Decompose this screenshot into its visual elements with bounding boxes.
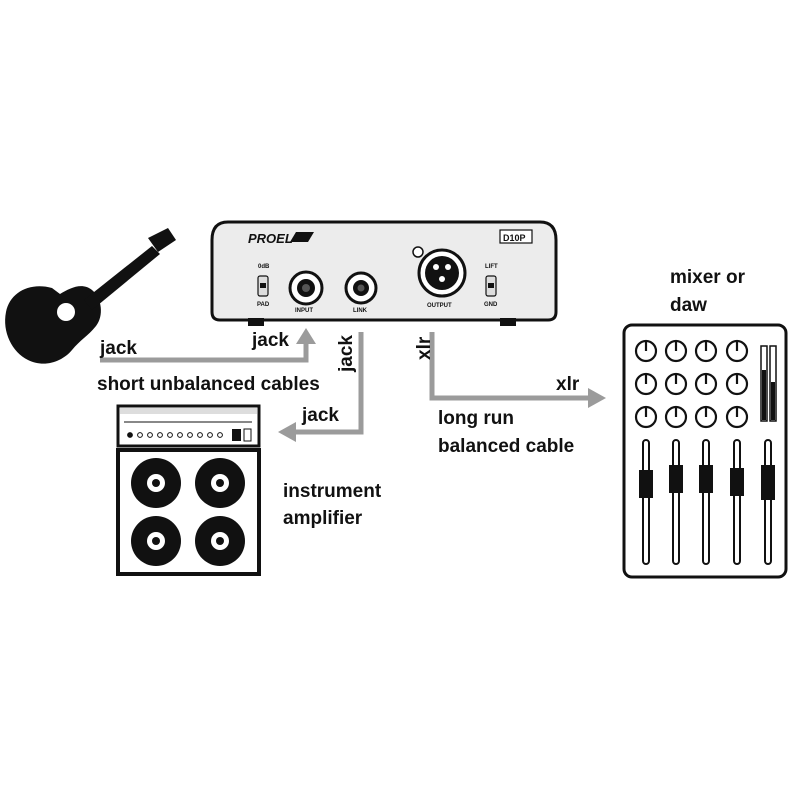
speaker-cones bbox=[131, 458, 245, 566]
acoustic-guitar-icon bbox=[5, 228, 176, 364]
ground-lift-knob bbox=[488, 283, 494, 288]
label-jack-amp: jack bbox=[302, 405, 339, 426]
mixer-faders bbox=[639, 439, 775, 565]
input-jack[interactable] bbox=[288, 270, 324, 306]
brand-logo: PROEL bbox=[248, 231, 293, 246]
model-badge bbox=[499, 229, 533, 244]
device-foot-right bbox=[500, 318, 516, 326]
label-jack-input: jack bbox=[252, 330, 289, 351]
link-jack[interactable] bbox=[344, 271, 378, 305]
pad-top-label: 0dB bbox=[258, 264, 270, 270]
brand-logo-mark bbox=[290, 232, 314, 242]
instrument-amplifier-icon bbox=[116, 404, 261, 576]
link-jack-label: LINK bbox=[353, 308, 368, 314]
arrow-right-mixer bbox=[588, 388, 606, 408]
model-label: D10P bbox=[503, 233, 526, 243]
mixer-meters bbox=[760, 345, 777, 422]
label-instrument: instrument bbox=[283, 481, 382, 502]
pad-bottom-label: PAD bbox=[257, 302, 270, 308]
input-jack-label: INPUT bbox=[295, 308, 313, 314]
cable-link-to-amp bbox=[296, 332, 364, 435]
label-mixer-or: mixer or bbox=[670, 267, 745, 288]
label-long-run: long run bbox=[438, 408, 514, 429]
label-jack-link-vertical: jack bbox=[336, 335, 357, 373]
label-daw: daw bbox=[670, 295, 707, 316]
label-jack-guitar: jack bbox=[100, 338, 137, 359]
label-balanced-cable: balanced cable bbox=[438, 436, 575, 457]
output-label: OUTPUT bbox=[427, 303, 452, 309]
label-xlr-mixer: xlr bbox=[556, 374, 580, 395]
label-short-cables: short unbalanced cables bbox=[97, 374, 320, 395]
arrow-left-amp bbox=[278, 422, 296, 442]
arrow-up-input bbox=[296, 328, 316, 344]
cable-xlr-to-mixer bbox=[429, 332, 590, 401]
lift-bottom-label: GND bbox=[484, 302, 498, 308]
cables bbox=[100, 332, 590, 435]
pad-switch-knob bbox=[260, 283, 266, 288]
cable-guitar-to-input bbox=[100, 340, 309, 363]
amp-control-knobs bbox=[127, 432, 223, 438]
di-box-device: PROEL D10P 0dB PAD INPUT LINK bbox=[210, 220, 558, 326]
label-amplifier: amplifier bbox=[283, 508, 363, 529]
xlr-output-connector[interactable] bbox=[412, 246, 467, 298]
lift-top-label: LIFT bbox=[485, 264, 498, 270]
mixer-knobs bbox=[634, 339, 749, 429]
label-xlr-vertical: xlr bbox=[414, 336, 435, 360]
mixer-console-icon bbox=[622, 323, 788, 579]
device-foot-left bbox=[248, 318, 264, 326]
